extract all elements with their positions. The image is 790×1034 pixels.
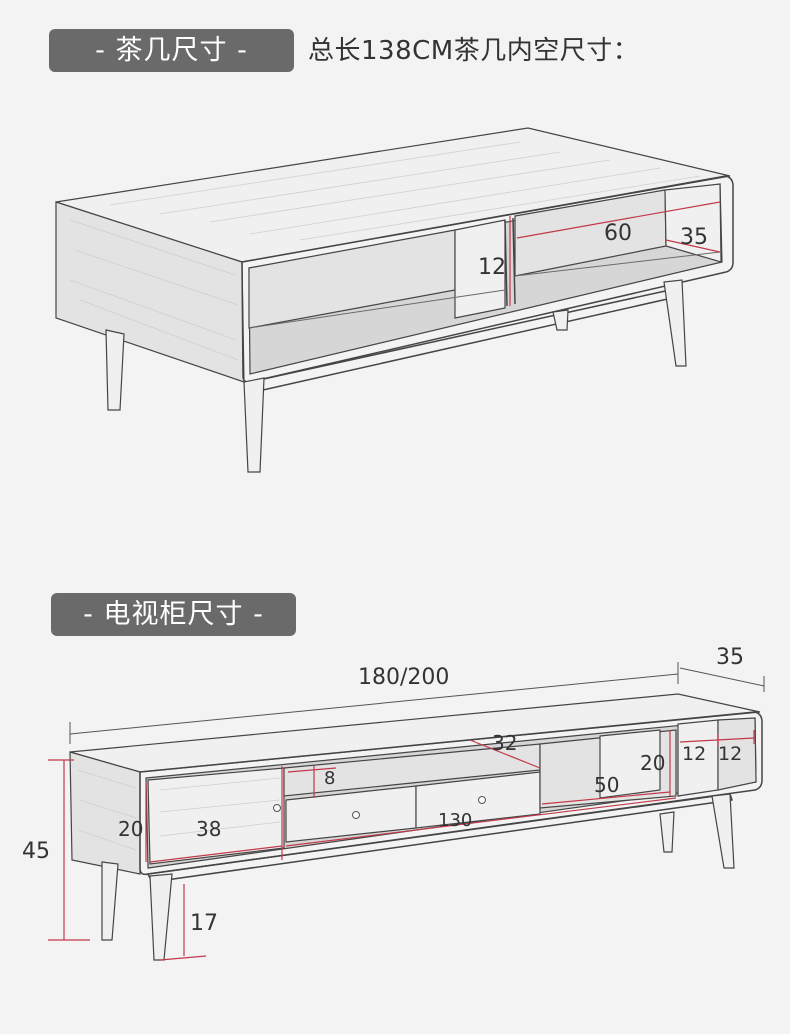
tv-cabinet-length-value: 180/200 <box>358 665 449 690</box>
tv-cabinet-height-value: 45 <box>22 839 50 864</box>
coffee-table-depth-value: 35 <box>680 225 708 250</box>
tv-end-compartment-b-value: 12 <box>718 743 742 765</box>
tv-cabinet-leg-height-value: 17 <box>190 911 218 936</box>
coffee-table-inner-size-note: 总长138CM茶几内空尺寸： <box>308 36 640 66</box>
tv-cabinet-end-compartment <box>717 717 757 791</box>
tv-right-shelf-width-dimension <box>541 791 671 805</box>
tv-inner-length-value: 130 <box>438 810 472 831</box>
coffee-table-depth-dimension <box>665 239 721 253</box>
coffee-table-leg <box>552 309 569 331</box>
coffee-table-front-frame <box>241 175 734 383</box>
tv-cabinet-leg <box>659 811 675 853</box>
tv-cabinet-leg <box>149 873 173 961</box>
tv-cabinet-section-label: - 电视柜尺寸 - <box>83 599 264 630</box>
tv-inner-length-dimension <box>285 797 677 847</box>
coffee-table-width-dimension <box>516 201 721 239</box>
tv-right-shelf-width-value: 50 <box>594 773 619 797</box>
door-knob-icon <box>273 804 281 812</box>
tv-cabinet-left-door <box>147 767 285 865</box>
tv-end-compartment-a-value: 12 <box>682 743 706 765</box>
tv-cabinet-length-dimension <box>69 673 679 735</box>
coffee-table-section-label: - 茶几尺寸 - <box>95 35 248 66</box>
tv-right-shelf-height-value: 20 <box>640 751 665 775</box>
tv-left-cabinet-width-value: 38 <box>196 817 221 841</box>
tv-left-cabinet-height-value: 20 <box>118 817 143 841</box>
tv-cabinet-depth-value: 35 <box>716 645 744 670</box>
coffee-table-leg <box>105 329 125 411</box>
coffee-table-divider <box>454 219 506 319</box>
tv-cabinet-section-tag: - 电视柜尺寸 - <box>51 593 296 636</box>
tv-cabinet-leg <box>711 793 735 869</box>
tv-left-cabinet-width-dimension <box>149 845 283 863</box>
coffee-table-height-value: 12 <box>478 255 506 280</box>
drawer-knob-icon <box>478 796 486 804</box>
tv-cabinet-leg <box>101 861 119 941</box>
coffee-table-leg <box>663 279 687 367</box>
tv-cabinet-drawing: 180/200 35 45 17 20 38 8 32 130 20 50 12… <box>22 645 765 961</box>
tv-cabinet-front-frame <box>139 711 763 876</box>
coffee-table-drawing: 60 35 12 <box>55 127 734 473</box>
tv-center-width-value: 32 <box>492 731 517 755</box>
coffee-table-leg <box>243 377 265 473</box>
tv-end-compartment-dimension <box>679 737 755 743</box>
tv-cabinet-depth-dimension <box>679 667 765 687</box>
drawer-knob-icon <box>352 811 360 819</box>
coffee-table-section-tag: - 茶几尺寸 - <box>49 29 294 72</box>
tv-drawer-height-value: 8 <box>324 768 335 789</box>
tv-center-width-dimension <box>469 739 541 769</box>
tv-cabinet-side-panel <box>69 751 141 875</box>
coffee-table-width-value: 60 <box>604 221 632 246</box>
